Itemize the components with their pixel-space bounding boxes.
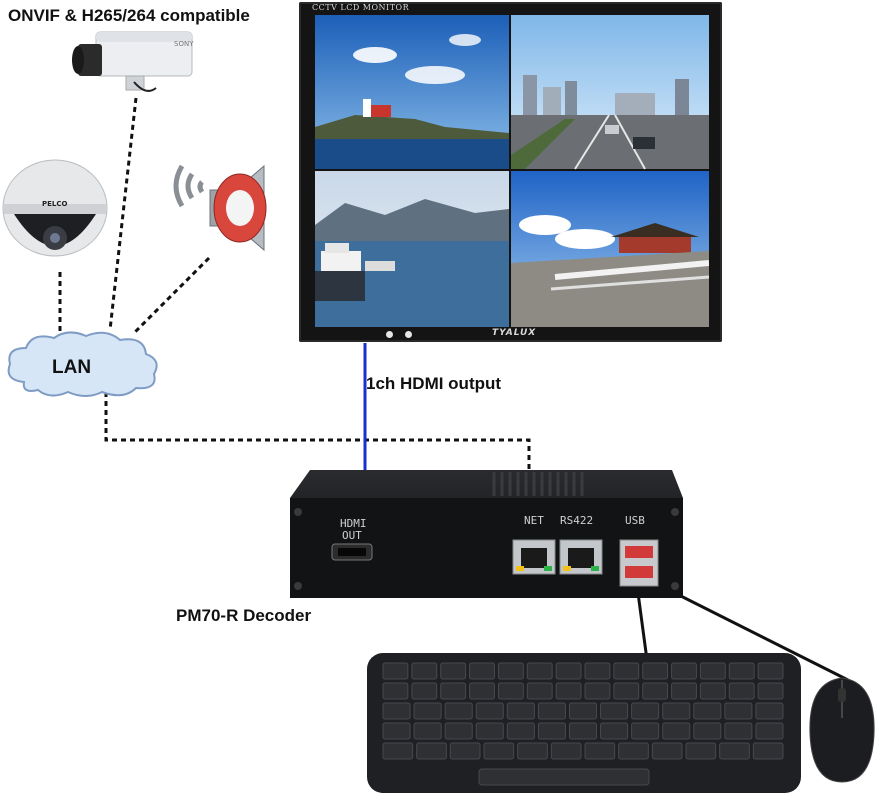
keyboard-key: [469, 682, 495, 700]
hdmi-output-label: 1ch HDMI output: [366, 374, 502, 393]
keyboard-key: [517, 742, 548, 760]
keyboard-key: [444, 702, 473, 720]
keyboard-key: [693, 722, 722, 740]
panel-temple: [511, 171, 709, 327]
keyboard-key: [506, 722, 535, 740]
keyboard-key: [685, 742, 717, 760]
keyboard-key: [613, 682, 640, 700]
keyboard-key: [631, 702, 660, 720]
compatibility-title: ONVIF & H265/264 compatible: [8, 6, 250, 25]
keyboard-key: [537, 722, 566, 740]
keyboard-key: [618, 742, 649, 760]
box-camera-link: [108, 97, 138, 331]
panel-harbor: [315, 171, 509, 327]
keyboard-key: [475, 702, 504, 720]
keyboard-key: [693, 702, 722, 720]
keyboard-key: [497, 682, 524, 700]
keyboard-key: [526, 682, 553, 700]
mouse-icon: [809, 677, 875, 783]
keyboard-key: [413, 722, 442, 740]
keyboard-key: [728, 662, 755, 680]
keyboard-key: [671, 662, 697, 680]
keyboard-key: [642, 682, 669, 700]
lan-cloud-icon: [7, 331, 158, 397]
monitor-led-2: [405, 331, 412, 338]
lan-label: LAN: [52, 357, 92, 378]
panel-lighthouse: [315, 15, 509, 169]
keyboard-key: [440, 682, 467, 700]
keyboard-key: [600, 722, 629, 740]
keyboard-key: [382, 702, 411, 720]
keyboard-key: [642, 662, 669, 680]
keyboard-key: [757, 682, 784, 700]
keyboard-key: [382, 742, 414, 760]
speaker-icon: [173, 164, 267, 252]
monitor-title: CCTV LCD MONITOR: [312, 3, 410, 12]
keyboard-key: [755, 702, 784, 720]
keyboard-key: [584, 742, 616, 760]
keyboard-key: [440, 662, 467, 680]
keyboard-key: [724, 702, 753, 720]
monitor-screen: [315, 15, 709, 327]
keyboard-key: [699, 662, 726, 680]
keyboard-key: [411, 682, 438, 700]
keyboard-key: [757, 662, 784, 680]
keyboard-key: [613, 662, 640, 680]
keyboard-key: [728, 682, 755, 700]
keyboard-key: [382, 682, 409, 700]
decoder-box: [290, 470, 683, 598]
keyboard-key: [662, 702, 691, 720]
keyboard-key: [475, 722, 504, 740]
keyboard-key: [584, 662, 611, 680]
keyboard-key: [752, 742, 784, 760]
speaker-link: [132, 256, 211, 335]
keyboard-key: [631, 722, 660, 740]
keyboard-key: [584, 682, 611, 700]
keyboard-key: [651, 742, 683, 760]
keyboard-key: [555, 662, 582, 680]
dome-camera-brand: PELCO: [42, 200, 68, 208]
keyboard-key: [724, 722, 753, 740]
net-port-label: NET: [524, 514, 544, 527]
keyboard-key: [537, 702, 566, 720]
monitor-led-1: [386, 331, 393, 338]
box-camera-icon: SONY: [72, 31, 194, 92]
dome-camera-icon: PELCO: [2, 159, 108, 257]
keyboard-icon: [367, 653, 801, 793]
decoder-label: PM70-R Decoder: [176, 606, 312, 625]
keyboard-key: [600, 702, 629, 720]
hdmi-port-label-1: HDMI: [340, 517, 367, 530]
rs422-port-label: RS422: [560, 514, 594, 527]
keyboard-key: [416, 742, 447, 760]
keyboard-key: [568, 722, 598, 740]
keyboard-key: [449, 742, 481, 760]
keyboard-key: [662, 722, 691, 740]
keyboard-key: [382, 722, 411, 740]
keyboard-key: [444, 722, 473, 740]
usb-port-label: USB: [625, 514, 645, 527]
keyboard-key: [555, 682, 582, 700]
keyboard-key: [550, 742, 582, 760]
keyboard-key: [506, 702, 535, 720]
monitor-brand: TYALUX: [492, 328, 537, 338]
keyboard-key: [568, 702, 598, 720]
keyboard-key: [671, 682, 697, 700]
keyboard-key: [411, 662, 438, 680]
keyboard-key: [699, 682, 726, 700]
keyboard-key: [755, 722, 784, 740]
box-camera-brand: SONY: [174, 40, 194, 48]
keyboard-key: [719, 742, 750, 760]
keyboard-key: [382, 662, 409, 680]
keyboard-key: [469, 662, 495, 680]
hdmi-port-label-2: OUT: [342, 529, 362, 542]
panel-highway: [511, 15, 709, 170]
keyboard-key: [413, 702, 442, 720]
keyboard-key: [497, 662, 524, 680]
keyboard-key: [483, 742, 515, 760]
keyboard-key: [526, 662, 553, 680]
